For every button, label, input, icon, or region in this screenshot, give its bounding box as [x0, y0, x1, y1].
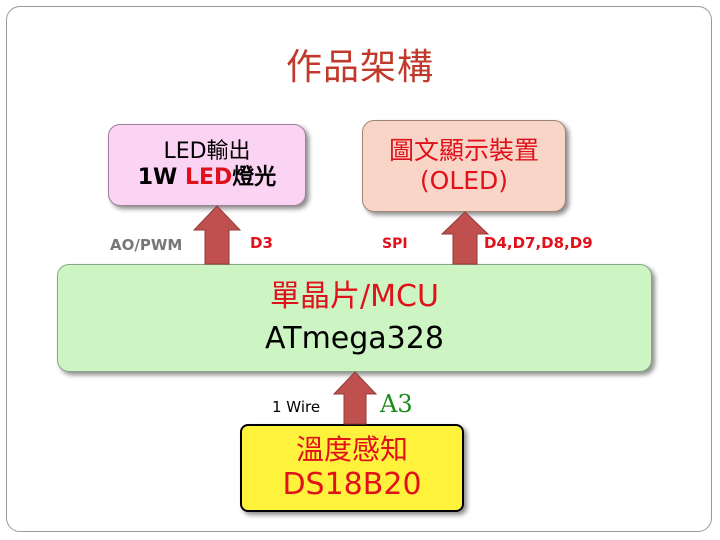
up-arrow-icon: [440, 211, 490, 265]
temperature-sensor-box: 溫度感知 DS18B20: [240, 424, 464, 512]
oled-label: (OLED): [419, 166, 509, 195]
ao-pwm-label: AO/PWM: [110, 236, 183, 254]
up-arrow-icon: [192, 205, 242, 265]
a3-pin-label: A3: [380, 390, 413, 418]
one-wire-label: 1 Wire: [272, 398, 321, 416]
oled-pins-label: D4,D7,D8,D9: [484, 234, 593, 252]
led-light-accent: LED: [184, 165, 233, 190]
temperature-sensor-label: 溫度感知: [295, 433, 408, 467]
d3-pin-label: D3: [250, 234, 273, 252]
sensor-model-label: DS18B20: [282, 466, 422, 502]
led-light-prefix: 1W: [137, 165, 185, 190]
mcu-label: 單晶片/MCU: [270, 279, 439, 314]
up-arrow-icon: [332, 371, 378, 425]
page-title: 作品架構: [285, 47, 434, 88]
oled-display-label: 圖文顯示裝置: [388, 136, 539, 165]
led-light-suffix: 燈光: [232, 165, 277, 190]
led-light-label: 1W LED燈光: [138, 165, 277, 191]
oled-display-box: 圖文顯示裝置 (OLED): [362, 120, 566, 212]
spi-label: SPI: [382, 236, 408, 252]
mcu-model-label: ATmega328: [265, 321, 444, 356]
led-output-label: LED輸出: [163, 138, 251, 164]
led-output-box: LED輸出 1W LED燈光: [108, 124, 306, 206]
mcu-box: 單晶片/MCU ATmega328: [57, 264, 652, 372]
